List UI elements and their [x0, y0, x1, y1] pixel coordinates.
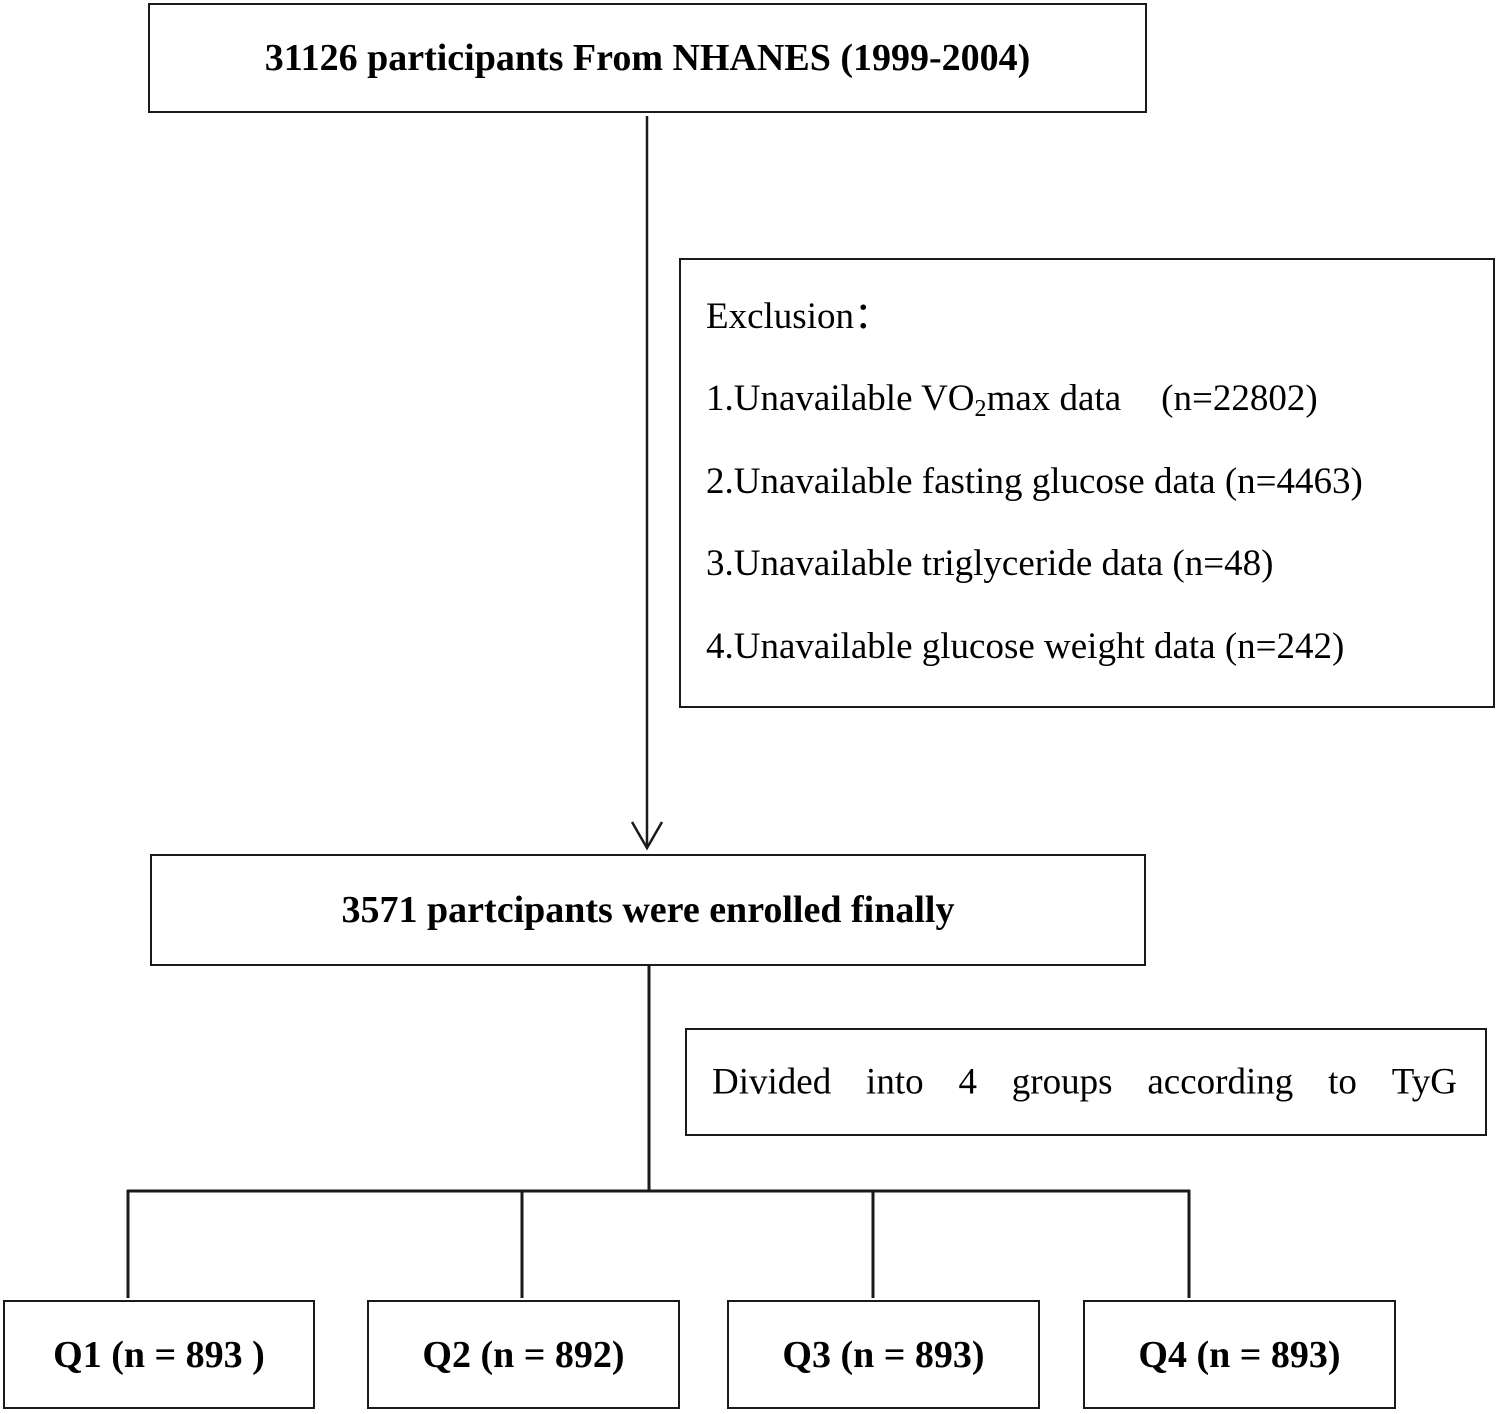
grouping-word: into — [866, 1061, 924, 1103]
grouping-word: 4 — [958, 1061, 977, 1103]
grouping-word: Divided — [712, 1061, 832, 1103]
group-q4-box: Q4 (n = 893) — [1083, 1300, 1396, 1409]
group-q1-box: Q1 (n = 893 ) — [3, 1300, 315, 1409]
exclusion-box: Exclusion： 1.Unavailable VO2max data (n=2… — [679, 258, 1495, 708]
exclusion-item-vo2max: 1.Unavailable VO2max data (n=22802) — [706, 378, 1318, 421]
group-q2-box: Q2 (n = 892) — [367, 1300, 680, 1409]
group-q2-label: Q2 (n = 892) — [422, 1333, 625, 1376]
enrolled-label: 3571 partcipants were enrolled finally — [341, 889, 955, 931]
exclusion-item-vo2max-subscript: 2 — [974, 396, 987, 422]
source-population-box: 31126 participants From NHANES (1999-200… — [148, 3, 1147, 113]
arrow-head — [630, 821, 664, 851]
enrolled-box: 3571 partcipants were enrolled finally — [150, 854, 1146, 966]
exclusion-item-fasting-glucose: 2.Unavailable fasting glucose data (n=44… — [706, 461, 1363, 502]
exclusion-title: Exclusion： — [706, 296, 891, 337]
exclusion-item-vo2max-suffix: max data — [986, 378, 1122, 419]
exclusion-item-vo2max-prefix: 1.Unavailable VO — [706, 378, 975, 419]
group-q3-box: Q3 (n = 893) — [727, 1300, 1040, 1409]
grouping-word: according — [1147, 1061, 1294, 1103]
group-q4-label: Q4 (n = 893) — [1138, 1333, 1341, 1376]
group-q3-label: Q3 (n = 893) — [782, 1333, 985, 1376]
source-population-label: 31126 participants From NHANES (1999-200… — [264, 37, 1031, 79]
grouping-box: Divided into 4 groups according to TyG — [685, 1028, 1487, 1136]
exclusion-item-triglyceride: 3.Unavailable triglyceride data (n=48) — [706, 543, 1274, 584]
grouping-word: TyG — [1391, 1061, 1457, 1103]
exclusion-item-vo2max-count: (n=22802) — [1161, 378, 1318, 419]
grouping-label: Divided into 4 groups according to TyG — [712, 1061, 1457, 1104]
exclusion-item-glucose-weight: 4.Unavailable glucose weight data (n=242… — [706, 626, 1345, 667]
grouping-word: groups — [1011, 1061, 1113, 1103]
group-q1-label: Q1 (n = 893 ) — [53, 1333, 265, 1376]
grouping-word: to — [1328, 1061, 1357, 1103]
